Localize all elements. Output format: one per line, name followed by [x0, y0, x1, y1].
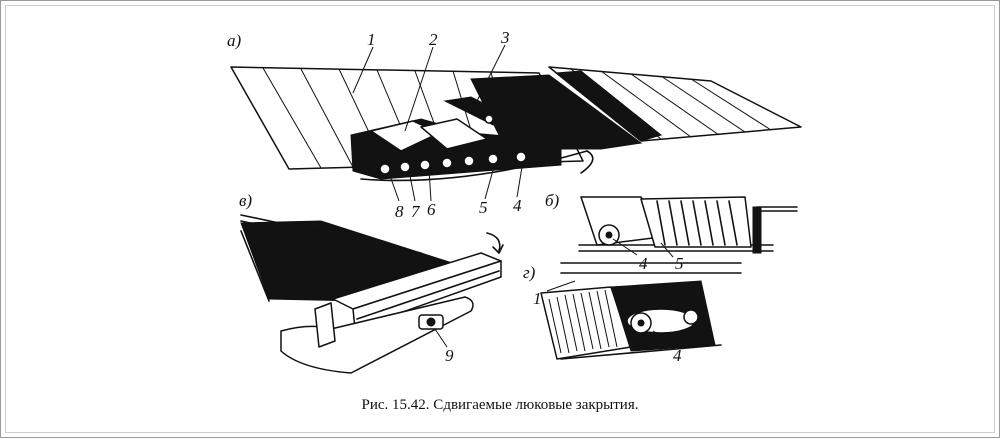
panel-a-drawing — [230, 44, 802, 202]
figure-caption: Рис. 15.42. Сдвигаемые люковые закрытия. — [361, 397, 639, 413]
callout-a-7: 7 — [411, 202, 421, 221]
panel-v-label: в) — [239, 191, 252, 210]
callout-a-1: 1 — [367, 30, 376, 49]
callout-v-9: 9 — [445, 346, 454, 365]
callout-g-1: 1 — [533, 289, 542, 308]
panel-b-label: б) — [545, 191, 560, 210]
callout-a-6: 6 — [427, 200, 436, 219]
panel-v-drawing — [240, 214, 504, 374]
callout-a-3: 3 — [500, 28, 510, 47]
panel-g-label: г) — [523, 263, 536, 282]
panel-a-label: а) — [227, 31, 242, 50]
panel-b-drawing — [578, 196, 798, 258]
callout-b-4: 4 — [639, 254, 648, 273]
callout-g-4: 4 — [673, 346, 682, 365]
callout-a-4: 4 — [513, 196, 522, 215]
callout-a-5: 5 — [479, 198, 488, 217]
callout-b-5: 5 — [675, 254, 684, 273]
callout-a-8: 8 — [395, 202, 404, 221]
callout-a-2: 2 — [429, 30, 438, 49]
panel-g-drawing — [540, 262, 742, 360]
